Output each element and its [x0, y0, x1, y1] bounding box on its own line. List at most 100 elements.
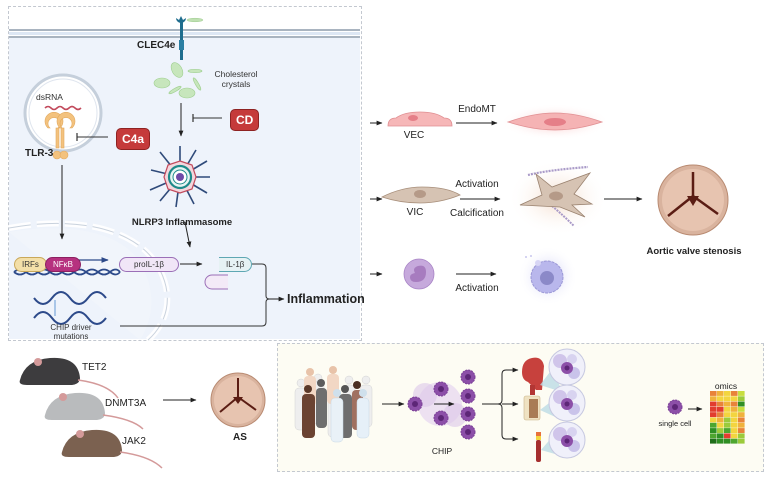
heatmap-cell — [724, 406, 731, 412]
heatmap-cell — [731, 438, 738, 444]
endomt-label: EndoMT — [458, 104, 496, 115]
aorta-icon — [522, 357, 544, 395]
immune-activation-label: Activation — [455, 283, 499, 294]
heatmap-cell — [731, 412, 738, 418]
pro-il1b-protein: proIL-1β — [119, 257, 179, 272]
heatmap-cell — [731, 401, 738, 407]
vic-label: VIC — [406, 207, 424, 218]
bone-marrow-icon — [523, 395, 541, 421]
heatmap-cell — [731, 396, 738, 402]
heatmap-cell — [731, 433, 738, 439]
heatmap-cell — [724, 417, 731, 423]
clec4e-receptor-icon — [176, 16, 204, 60]
chip-driver-line1: CHIP driver — [50, 323, 92, 332]
heatmap-cell — [717, 433, 724, 439]
heatmap-cell — [710, 412, 717, 418]
heatmap-cell — [724, 396, 731, 402]
heatmap-cell — [738, 417, 745, 423]
mesenchymal-nucleus — [544, 118, 566, 126]
calcification-label: Calcification — [450, 208, 504, 219]
heatmap-cell — [717, 438, 724, 444]
heatmap-cell — [738, 391, 745, 396]
aortic-valve-stenosis-label: Aortic valve stenosis — [646, 246, 742, 257]
mouse-dnmt3a-icon — [44, 392, 144, 430]
vec-label: VEC — [403, 130, 425, 141]
mouse-jak2-icon — [61, 429, 163, 469]
c4a-inhibitor-badge: C4a — [116, 128, 151, 150]
heatmap-cell — [710, 417, 717, 423]
heatmap-cell — [710, 438, 717, 444]
heatmap-cell — [738, 396, 745, 402]
heatmap-cell — [738, 412, 745, 418]
crystals-line2: crystals — [221, 79, 251, 89]
heatmap-cell — [717, 396, 724, 402]
heatmap-cell — [724, 391, 731, 396]
tissue-branch-arrows — [482, 367, 519, 442]
mouse-label-jak2: JAK2 — [122, 436, 146, 447]
heatmap-cell — [710, 422, 717, 428]
vec-nucleus — [408, 115, 418, 121]
heatmap-cell — [710, 433, 717, 439]
activated-macrophage-icon — [525, 255, 564, 294]
mouse-tet2-icon — [19, 357, 119, 399]
heatmap-cell — [710, 396, 717, 402]
cd-inhibition-line — [192, 114, 222, 122]
tlr3-label: TLR-3 — [25, 148, 54, 159]
dsrna-icon — [44, 105, 82, 111]
nlrp3-inflammasome-label: NLRP3 Inflammasome — [131, 217, 233, 228]
heatmap-cell — [717, 417, 724, 423]
heatmap-cell — [738, 438, 745, 444]
chip-label: CHIP — [431, 446, 453, 456]
activated-vic-icon — [519, 165, 594, 227]
heatmap-cell — [738, 428, 745, 433]
heatmap-cell — [731, 422, 738, 428]
human-population-icon — [294, 366, 373, 443]
dsrna-label: dsRNA — [36, 92, 63, 102]
vic-nucleus — [414, 190, 426, 198]
activation-label: Activation — [455, 179, 499, 190]
clec4e-label: CLEC4e — [137, 40, 176, 51]
chip-driver-line2: mutations — [53, 332, 89, 341]
heatmap-cell — [738, 401, 745, 407]
heatmap-cell — [710, 406, 717, 412]
tlr3-receptor-icon — [44, 111, 76, 160]
heatmap-cell — [710, 401, 717, 407]
cholesterol-crystals-icon — [153, 62, 203, 99]
heatmap-cell — [724, 412, 731, 418]
heatmap-cell — [710, 391, 717, 396]
omics-label: omics — [714, 381, 738, 391]
heatmap-cell — [724, 401, 731, 407]
il1b-protein: IL-1β — [219, 257, 253, 272]
heatmap-cell — [717, 401, 724, 407]
blood-tube-icon — [536, 432, 541, 462]
heatmap-cell — [717, 428, 724, 433]
nlrp3-inflammasome-icon — [149, 146, 210, 208]
heatmap-cell — [717, 391, 724, 396]
chip-dna-helix-icon — [33, 291, 107, 325]
mouse-label-tet2: TET2 — [82, 362, 107, 373]
inflammation-label: Inflammation — [287, 292, 365, 306]
magnified-marrow-cells — [540, 384, 586, 422]
heatmap-cell — [731, 406, 738, 412]
heatmap-cell — [710, 428, 717, 433]
as-valve-icon — [210, 372, 266, 428]
irfs-factor: IRFs — [14, 257, 47, 272]
heatmap-cell — [731, 417, 738, 423]
cd-inhibitor-badge: CD — [230, 109, 260, 131]
single-cell-icon — [667, 399, 683, 415]
heatmap-cell — [738, 406, 745, 412]
heatmap-cell — [724, 422, 731, 428]
mouse-label-dnmt3a: DNMT3A — [105, 398, 147, 409]
vec-cell-icon — [387, 111, 453, 127]
c4a-inhibition-line — [76, 133, 108, 141]
chip-driver-mutations-label: CHIP driver mutations — [50, 323, 91, 341]
single-cell-label: single cell — [658, 419, 692, 428]
heatmap-cell — [724, 428, 731, 433]
magnified-blood-cells — [541, 421, 586, 459]
crystals-line1: Cholesterol — [214, 69, 258, 79]
aortic-valve-stenosis-icon — [657, 164, 729, 236]
heatmap-cell — [738, 433, 745, 439]
heatmap-cell — [731, 391, 738, 396]
cell-membrane — [9, 29, 360, 39]
